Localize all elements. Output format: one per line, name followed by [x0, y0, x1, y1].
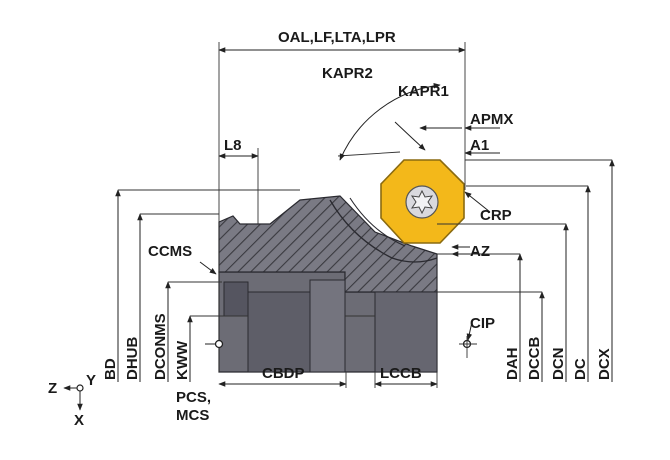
cbdp-label: CBDP [262, 365, 305, 382]
origin-marker-icon [214, 339, 224, 349]
kapr1-arc [394, 121, 426, 151]
bore-center [309, 279, 346, 373]
cip-leader [466, 321, 473, 341]
dconms-label: DCONMS [152, 313, 169, 380]
torx-recess-icon [410, 189, 434, 215]
ccms-leader [199, 261, 217, 275]
a1-label: A1 [470, 137, 489, 154]
kapr2-label: KAPR2 [322, 65, 373, 82]
origin-markers [214, 336, 477, 358]
labels: OAL,LF,LTA,LPR KAPR2 KAPR1 APMX A1 L8 CR… [148, 29, 513, 424]
dcn-label: DCN [550, 348, 567, 381]
lccb-label: LCCB [380, 365, 422, 382]
insert [380, 159, 465, 244]
pcs-label: PCS, [176, 389, 211, 406]
bore-step [247, 291, 311, 373]
crp-leader [464, 191, 491, 213]
dah-label: DAH [504, 348, 521, 381]
oal-label: OAL,LF,LTA,LPR [278, 29, 396, 46]
tool-body [218, 195, 438, 373]
axis-y-label: Y [86, 372, 96, 389]
counterbore [374, 291, 438, 373]
coordinate-axes: Z Y X [48, 372, 96, 429]
dcx-label: DCX [596, 348, 613, 380]
az-label: AZ [470, 243, 490, 260]
kapr1-label: KAPR1 [398, 83, 449, 100]
dhub-label: DHUB [124, 337, 141, 380]
kww-label: KWW [174, 340, 191, 380]
mcs-label: MCS [176, 407, 209, 424]
chip-gullet [329, 199, 438, 263]
kapr2-arc [339, 82, 441, 161]
tool-hatched-section [218, 195, 438, 293]
cip-label: CIP [470, 315, 495, 332]
vertical-labels: BD DHUB DCONMS KWW DAH DCCB DCN DC DCX [102, 313, 613, 380]
crp-label: CRP [480, 207, 512, 224]
axis-x-label: X [74, 412, 84, 429]
apmx-label: APMX [470, 111, 513, 128]
dc-label: DC [572, 358, 589, 380]
dccb-label: DCCB [526, 337, 543, 380]
y-axis-marker-icon [76, 384, 84, 392]
l8-label: L8 [224, 137, 242, 154]
axis-z-label: Z [48, 380, 57, 397]
dimension-lines [115, 47, 615, 387]
bd-label: BD [102, 358, 119, 380]
key-slot [223, 281, 249, 317]
ccms-label: CCMS [148, 243, 192, 260]
chip-gullet-inner [349, 197, 406, 247]
